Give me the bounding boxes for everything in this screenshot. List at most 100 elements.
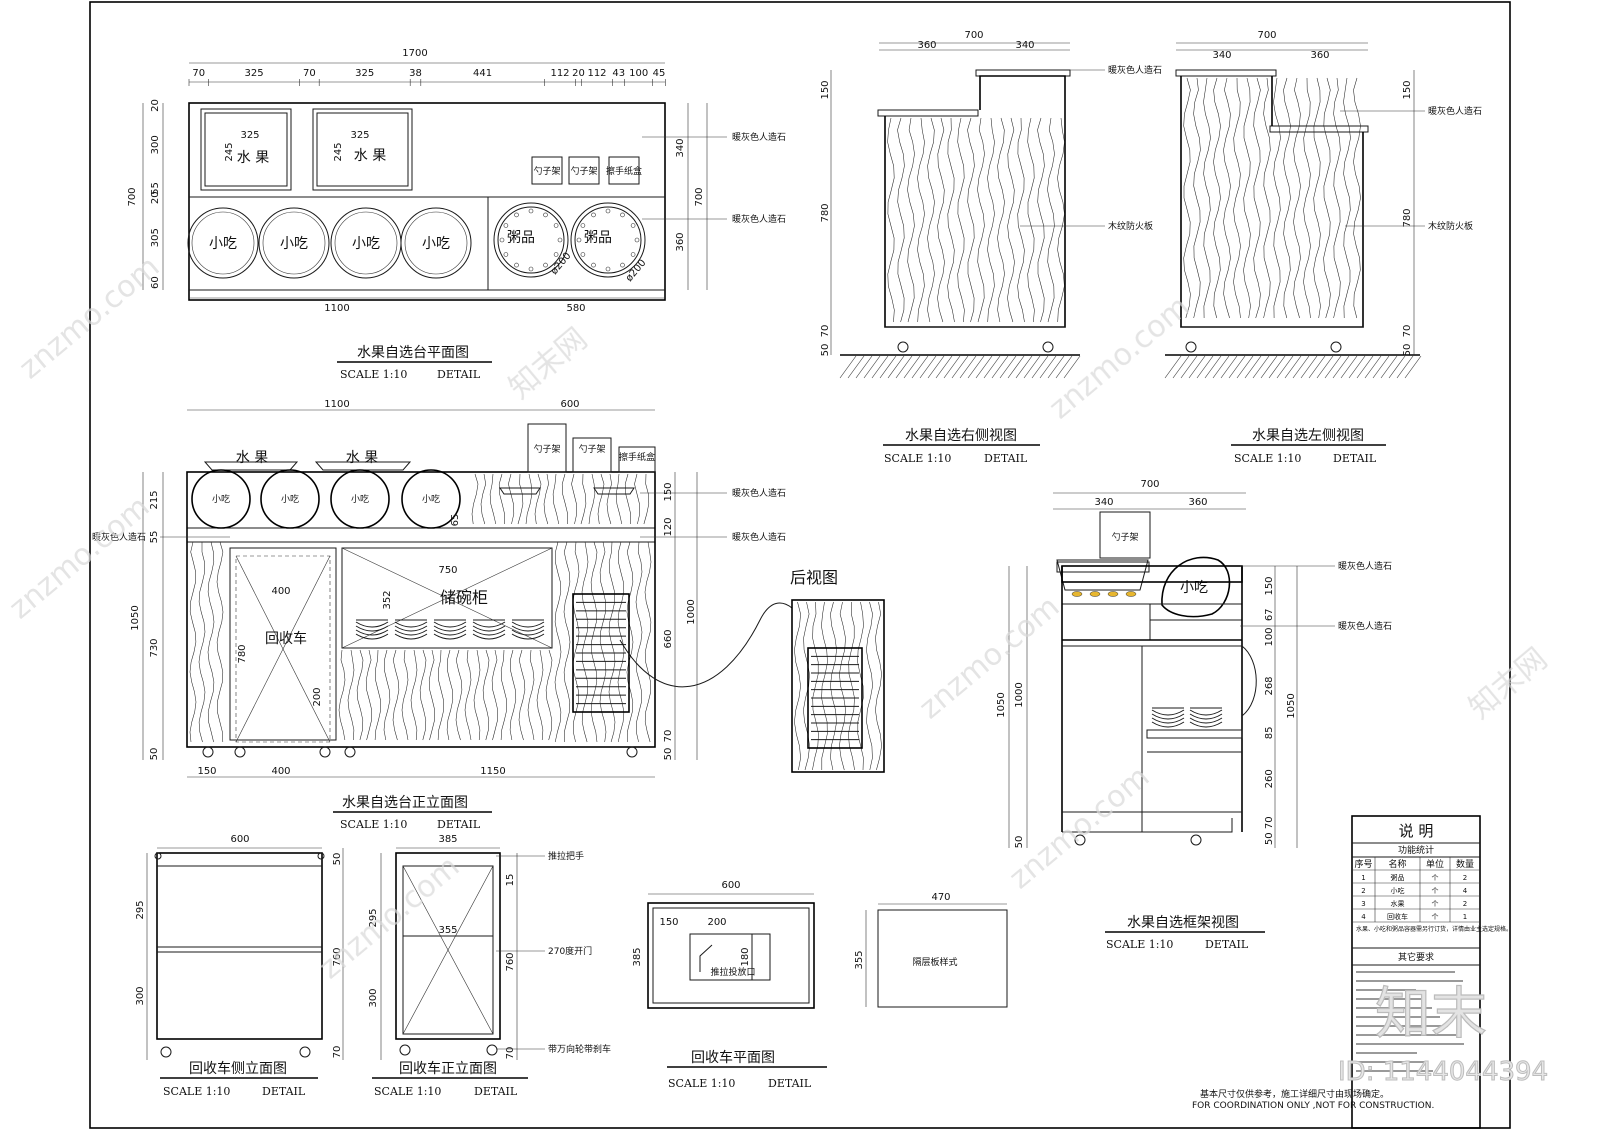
plan-top-dim: 70 <box>192 68 205 79</box>
bowl-stack <box>355 633 389 640</box>
wood-grain-line <box>597 473 605 525</box>
frame-top-dim-2: 360 <box>1188 497 1207 508</box>
bowl-stack <box>394 633 428 640</box>
front-cart-200: 200 <box>312 687 323 706</box>
bowl-stack <box>472 633 506 640</box>
ground-hatch <box>1180 355 1198 379</box>
wood-grain-line <box>1303 77 1311 319</box>
pot-rim-dot <box>630 223 636 228</box>
pot-rim-dot <box>580 252 586 257</box>
wood-grain-line <box>338 649 346 741</box>
bowl-stack <box>433 633 467 640</box>
cart-side-scale: SCALE 1:10 <box>163 1085 230 1098</box>
pot-rim-dot <box>634 237 640 243</box>
cart-front-right-3: 70 <box>505 1047 516 1060</box>
lside-right-dim-2: 780 <box>1402 208 1413 227</box>
wood-grain-line <box>365 649 372 741</box>
frame-right-dim: 67 <box>1264 608 1275 621</box>
ground-hatch <box>1047 355 1065 379</box>
wood-grain-line <box>599 541 607 743</box>
ground-hatch <box>1364 355 1382 379</box>
plan-spoon-rack-1: 勺子架 <box>533 165 560 177</box>
wood-grain-line <box>957 117 965 323</box>
lside-title: 水果自选左侧视图 <box>1252 428 1364 444</box>
pot-rim-dot <box>605 208 611 214</box>
pot-rim-dot <box>514 212 519 218</box>
legend-header: 序号 <box>1354 858 1372 870</box>
plan-right-dim-1: 340 <box>675 138 686 157</box>
cart-front-note-door: 270度开门 <box>548 945 592 957</box>
bowl-stack <box>394 629 428 636</box>
wood-grain-line <box>839 601 846 771</box>
right-side-view: 700 360 340 150 780 70 50 暖灰色人造石 木纹防火板 水… <box>820 30 1162 465</box>
front-tissue: 擦手纸盒 <box>619 451 655 463</box>
rside-left-dim-1: 150 <box>820 80 831 99</box>
ground-hatch <box>1015 355 1033 379</box>
wood-grain-line <box>917 117 925 323</box>
plan-note-stone-2: 暖灰色人造石 <box>732 213 786 225</box>
ground-hatch <box>839 355 857 379</box>
wood-grain-line <box>216 541 224 743</box>
wood-grain-line <box>947 117 955 323</box>
bowl-stack <box>511 629 545 636</box>
cart-front-note-handle: 推拉把手 <box>548 850 584 862</box>
wood-grain-line <box>1323 77 1331 319</box>
wood-grain-line <box>1273 77 1281 319</box>
bowl-stack <box>1189 721 1223 728</box>
ground-hatch <box>919 355 937 379</box>
plan-right-total: 700 <box>694 187 705 206</box>
wood-grain-line <box>437 649 444 741</box>
wood-grain-line <box>987 117 995 323</box>
pot-rim-dot <box>580 223 586 228</box>
wood-grain-line <box>1183 77 1191 319</box>
frame-scale: SCALE 1:10 <box>1106 938 1173 951</box>
ground-hatch <box>1380 355 1398 379</box>
frame-left-dim-1: 1050 <box>996 692 1007 717</box>
ground-hatch <box>983 355 1001 379</box>
lside-top-dim-2: 360 <box>1310 50 1329 61</box>
wood-grain-line <box>875 601 882 771</box>
front-left-dim-3: 730 <box>149 638 160 657</box>
ground-hatch <box>847 355 865 379</box>
cart-plan-title: 回收车平面图 <box>691 1049 775 1066</box>
frame-right-dim: 260 <box>1264 769 1275 788</box>
plan-tray-width-2: 325 <box>350 130 369 141</box>
frame-right-dim: 85 <box>1264 727 1275 740</box>
front-bottom-dim-2: 400 <box>271 766 290 777</box>
pot-rim-dot <box>514 262 519 268</box>
lside-scale: SCALE 1:10 <box>1234 452 1301 465</box>
frame-top-dim-1: 340 <box>1094 497 1113 508</box>
ground-hatch <box>1324 355 1342 379</box>
pot-rim-dot <box>543 212 548 218</box>
wood-grain-line <box>1203 77 1211 319</box>
watermark-logo: 知末 <box>1375 982 1487 1047</box>
plan-right-dim-2: 360 <box>675 232 686 251</box>
plan-title: 水果自选台平面图 <box>357 345 469 361</box>
cart-plan-dim-2: 200 <box>707 917 726 928</box>
rside-left-dim-3: 70 <box>820 325 831 338</box>
cart-front-left-1: 295 <box>368 908 379 927</box>
frame-light <box>1071 591 1083 597</box>
front-right-dim-5: 50 <box>663 748 674 761</box>
plan-spoon-rack-2: 勺子架 <box>570 165 597 177</box>
wood-grain-line <box>615 473 623 525</box>
wood-grain-line <box>517 473 524 525</box>
cart-front-left-2: 300 <box>368 988 379 1007</box>
ground-hatch <box>1164 355 1182 379</box>
wood-grain-line <box>480 473 486 525</box>
lside-right-dim-1: 150 <box>1402 80 1413 99</box>
plan-snack-1: 小吃 <box>209 236 237 252</box>
wood-grain-line <box>1353 77 1361 319</box>
wood-grain-line <box>1213 77 1221 319</box>
ground-hatch <box>1404 355 1422 379</box>
wood-grain-line <box>374 649 381 741</box>
front-snack-3: 小吃 <box>351 493 369 505</box>
pot-rim-dot <box>503 223 509 228</box>
plan-left-dim: 20 <box>150 99 161 112</box>
sheet-border <box>89 1 1511 1129</box>
cart-front-detail: DETAIL <box>474 1085 518 1098</box>
frame-left-dim-3: 50 <box>1014 836 1025 849</box>
wood-grain-line <box>644 541 652 743</box>
bowl-stack <box>355 629 389 636</box>
bowl-stack <box>1189 709 1223 716</box>
